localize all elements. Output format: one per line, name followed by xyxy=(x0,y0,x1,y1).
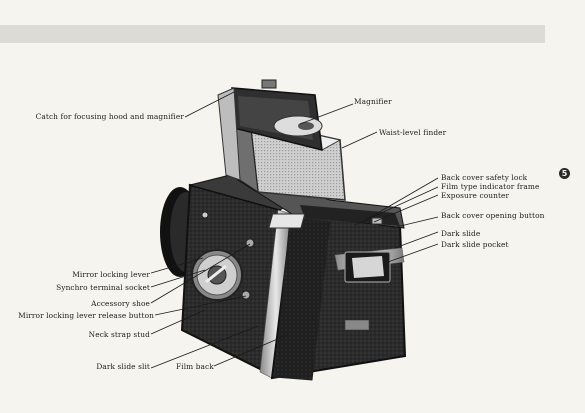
label-magnifier: Magnifier xyxy=(354,97,392,106)
label-mirror-lock-release: Mirror locking lever release button xyxy=(18,311,154,320)
label-back-cover-opening-button: Back cover opening button xyxy=(441,211,545,220)
label-synchro-terminal-socket: Synchro terminal socket xyxy=(56,283,150,292)
page-number-badge: 5 xyxy=(559,168,570,179)
label-dark-slide-pocket: Dark slide pocket xyxy=(441,240,509,249)
label-neck-strap-stud: Neck strap stud xyxy=(88,330,150,339)
header-band xyxy=(0,25,545,43)
label-accessory-shoe: Accessory shoe xyxy=(91,299,150,308)
label-film-type-indicator: Film type indicator frame xyxy=(441,182,540,191)
label-film-back: Film back xyxy=(176,362,214,371)
label-dark-slide: Dark slide xyxy=(441,229,481,238)
film-type-indicator xyxy=(268,213,306,229)
label-exposure-counter: Exposure counter xyxy=(441,191,510,200)
label-waist-level-finder: Waist-level finder xyxy=(379,128,447,137)
label-mirror-locking-lever: Mirror locking lever xyxy=(72,270,150,279)
label-back-cover-safety-lock: Back cover safety lock xyxy=(441,173,528,182)
label-dark-slide-slit: Dark slide slit xyxy=(96,362,150,371)
label-catch-hood: Catch for focusing hood and magnifier xyxy=(35,112,184,121)
